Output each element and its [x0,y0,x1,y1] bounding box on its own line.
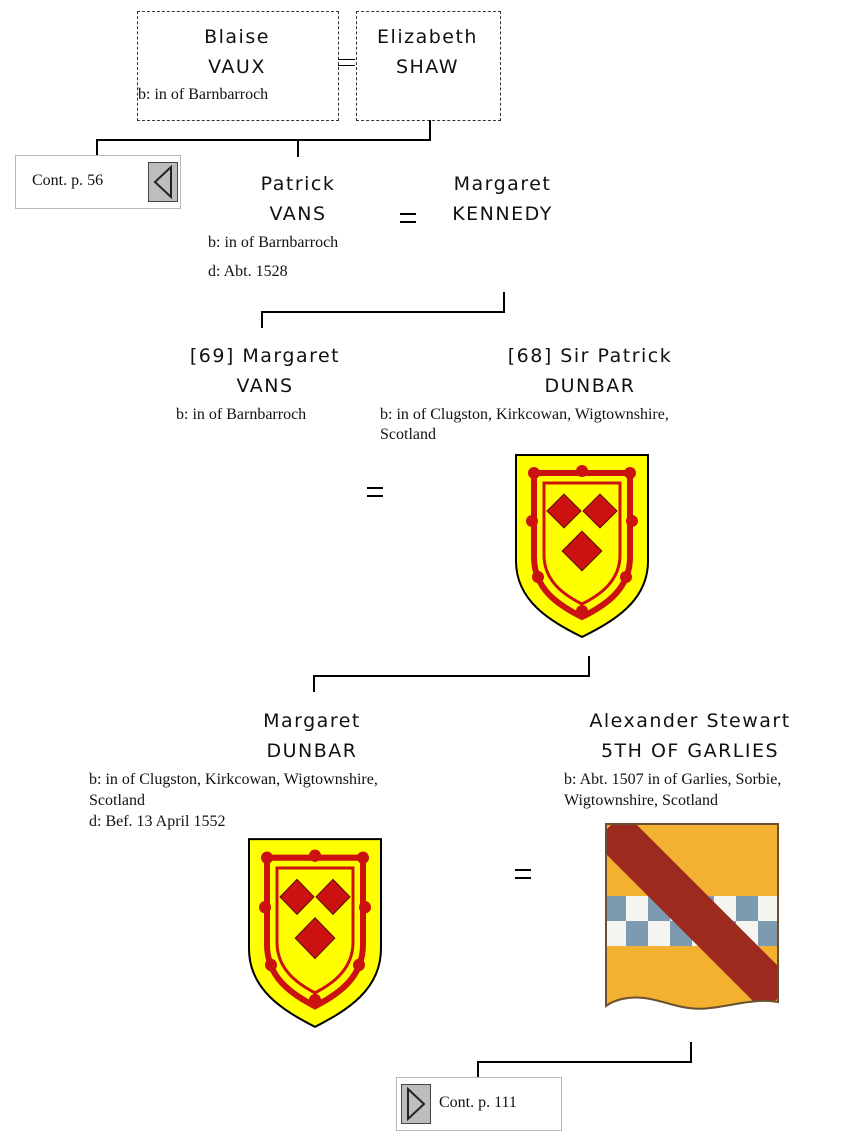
connector-to-margaret-vans [261,311,263,328]
marriage-line-top-2 [338,65,355,66]
cont-prev-label: Cont. p. 56 [32,172,104,189]
patrick-last-name: VANS [269,203,327,225]
cont-next-label: Cont. p. 111 [439,1094,517,1111]
margaret-kennedy-first-name: Margaret [453,173,552,195]
sir-patrick-birth-1: b: in of Clugston, Kirkcowan, Wigtownshi… [380,406,669,423]
garlies-coat-of-arms [605,823,779,1010]
connector-to-cont [96,139,98,155]
connector-gen2-horizontal [261,311,505,313]
connector-to-margaret-dunbar [313,675,315,692]
alexander-birth-2: Wigtownshire, Scotland [564,792,718,809]
next-page-button[interactable] [401,1084,431,1124]
connector-gen4-vertical [690,1042,692,1063]
alexander-last-name: 5TH OF GARLIES [600,740,780,762]
blaise-birth: b: in of Barnbarroch [138,86,269,103]
cont-prev-link[interactable]: Cont. p. 56 [15,155,181,209]
marriage-sign-patrick [400,213,416,223]
marriage-sign-sir-patrick [367,487,383,497]
patrick-death: d: Abt. 1528 [208,263,288,280]
alexander-first-name: Alexander Stewart [589,710,791,732]
triangle-left-icon [153,164,172,200]
connector-gen2-vertical [503,292,505,313]
sir-patrick-first-name: [68] Sir Patrick [507,345,673,367]
prev-page-button[interactable] [148,162,178,202]
margaret-dunbar-birth-2: Scotland [89,792,145,809]
connector-gen3-vertical [588,656,590,677]
sir-patrick-last-name: DUNBAR [544,375,636,397]
marriage-line-top [338,59,355,60]
margaret-vans-birth: b: in of Barnbarroch [176,406,307,423]
margaret-dunbar-last-name: DUNBAR [266,740,358,762]
blaise-first-name: Blaise [204,26,270,48]
patrick-birth: b: in of Barnbarroch [208,234,339,251]
cont-next-link[interactable]: Cont. p. 111 [396,1077,562,1131]
marriage-sign-alexander [515,869,531,879]
connector-gen4-horizontal [477,1061,692,1063]
connector-to-cont-next [477,1061,479,1077]
patrick-first-name: Patrick [260,173,336,195]
margaret-dunbar-death: d: Bef. 13 April 1552 [89,813,226,830]
sir-patrick-birth-2: Scotland [380,426,436,443]
blaise-last-name: VAUX [208,56,266,78]
triangle-right-icon [407,1086,426,1122]
margaret-vans-first-name: [69] Margaret [189,345,341,367]
margaret-kennedy-last-name: KENNEDY [452,203,553,225]
connector-to-patrick [297,139,299,157]
dunbar-coat-of-arms-1 [515,454,649,639]
connector-top-vertical [429,120,431,141]
margaret-vans-last-name: VANS [236,375,294,397]
connector-top-horizontal [96,139,431,141]
elizabeth-first-name: Elizabeth [377,26,478,48]
elizabeth-last-name: SHAW [395,56,460,78]
alexander-birth-1: b: Abt. 1507 in of Garlies, Sorbie, [564,771,782,788]
elizabeth-shaw-box[interactable] [356,11,501,121]
blaise-vaux-box[interactable] [137,11,339,121]
dunbar-coat-of-arms-2 [248,838,382,1029]
margaret-dunbar-birth-1: b: in of Clugston, Kirkcowan, Wigtownshi… [89,771,378,788]
connector-gen3-horizontal [313,675,590,677]
margaret-dunbar-first-name: Margaret [263,710,361,732]
